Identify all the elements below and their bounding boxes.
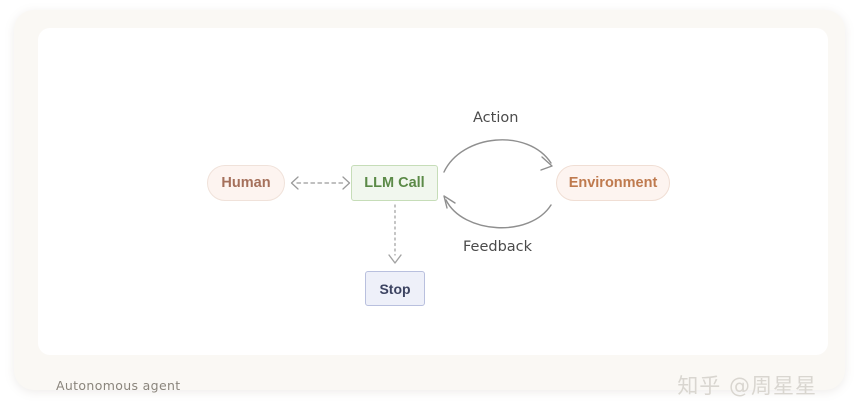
node-llm-call[interactable]: LLM Call xyxy=(351,165,438,201)
connector-label-feedback: Feedback xyxy=(463,239,533,255)
node-stop[interactable]: Stop xyxy=(365,271,425,306)
watermark-text: 知乎 @周星星 xyxy=(677,374,817,398)
node-environment[interactable]: Environment xyxy=(556,165,670,201)
figure-caption: Autonomous agent xyxy=(56,378,181,393)
connector-label-action: Action xyxy=(473,110,519,126)
node-human[interactable]: Human xyxy=(207,165,285,201)
